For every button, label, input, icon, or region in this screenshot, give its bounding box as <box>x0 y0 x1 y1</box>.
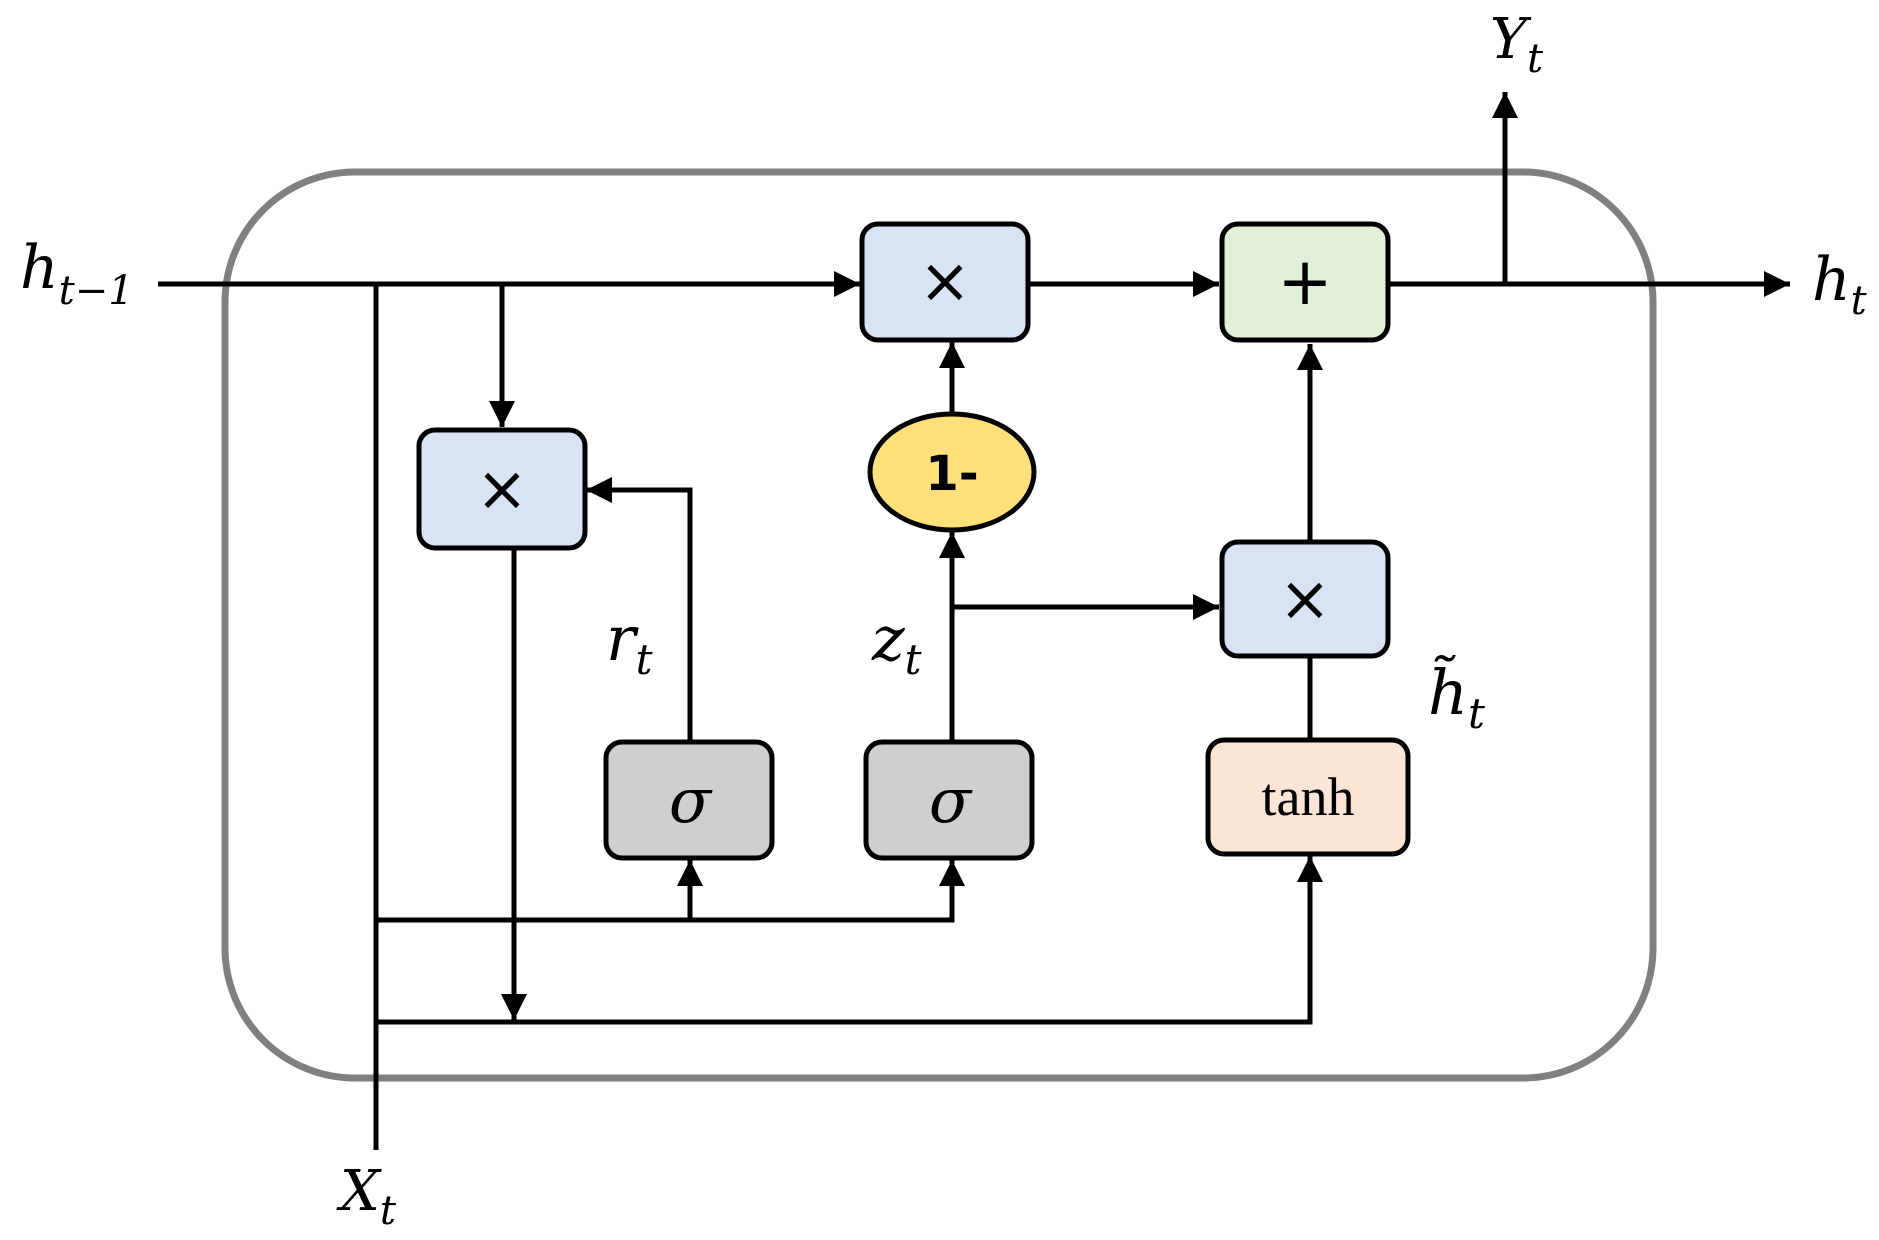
mult-top-symbol: × <box>919 244 971 317</box>
label-h-prev: ht−1 <box>20 233 134 314</box>
wires <box>158 92 1790 1150</box>
label-r-gate: rt <box>606 602 653 684</box>
mult-reset-symbol: × <box>476 452 528 525</box>
mult-top-node: × <box>859 221 1031 343</box>
one-minus-text: 1- <box>925 446 978 502</box>
mult-candidate-node: × <box>1219 539 1391 659</box>
sigma-reset-node: σ <box>603 739 775 861</box>
wire-bottom-to-tanh <box>376 856 1323 1025</box>
sigma-reset-symbol: σ <box>669 764 713 837</box>
label-z-gate: zt <box>871 602 922 684</box>
mult-reset-node: × <box>416 427 588 551</box>
tanh-node: tanh <box>1205 737 1411 857</box>
gru-cell-frame <box>221 168 1657 1082</box>
sigma-update-node: σ <box>863 739 1035 861</box>
mult-candidate-symbol: × <box>1279 562 1331 635</box>
label-h-tilde: h̃t <box>1428 655 1485 738</box>
add-symbol: + <box>1277 243 1332 320</box>
wire-rt-to-mult-reset <box>586 477 693 740</box>
sigma-update-symbol: σ <box>929 764 973 837</box>
add-node: + <box>1219 221 1391 343</box>
label-x-in: Xt <box>336 1159 397 1234</box>
wire-x-to-sigmas <box>376 860 965 923</box>
label-y-out: Yt <box>1490 7 1544 82</box>
one-minus-node: 1- <box>867 411 1037 533</box>
label-h-out: ht <box>1812 245 1868 324</box>
tanh-text: tanh <box>1262 767 1355 827</box>
